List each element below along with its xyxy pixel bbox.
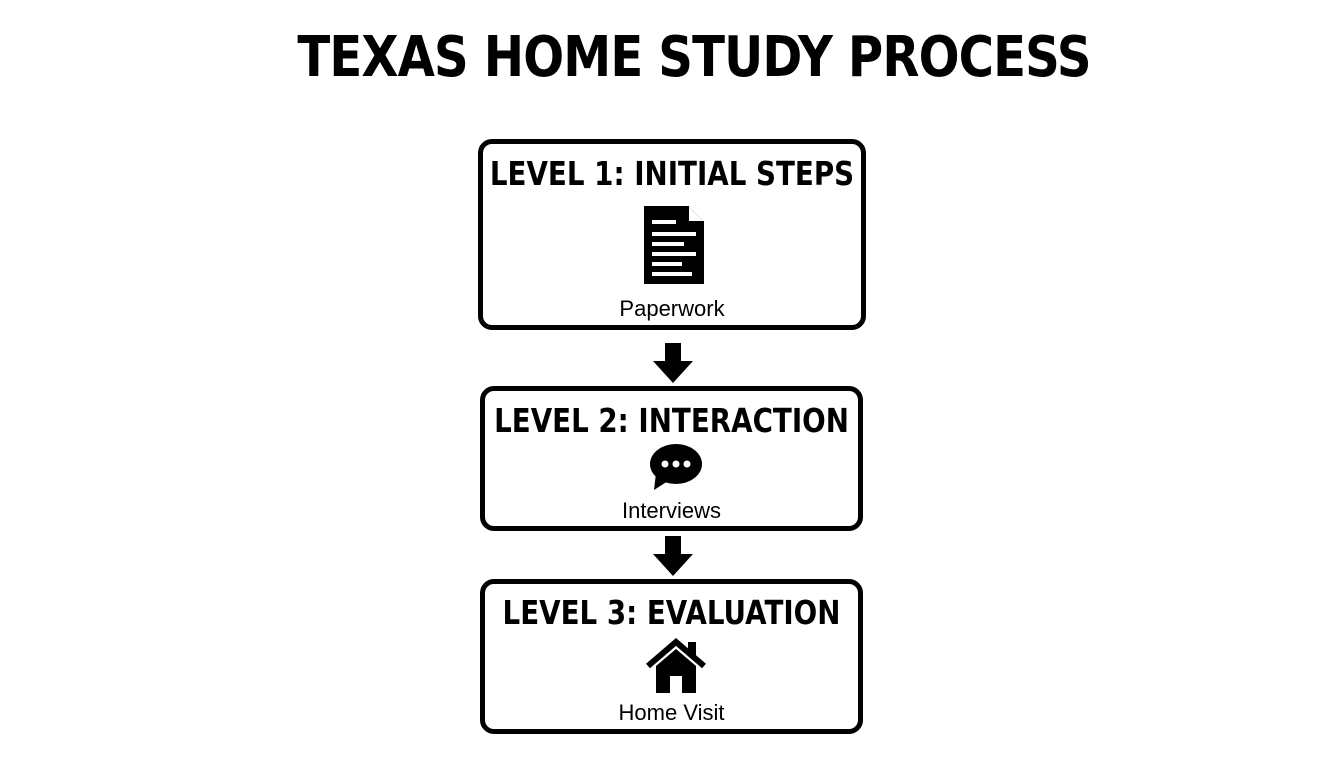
- document-icon: [644, 206, 704, 284]
- level-3-heading: LEVEL 3: EVALUATION: [502, 593, 841, 632]
- level-1-heading: LEVEL 1: INITIAL STEPS: [489, 154, 855, 193]
- level-1-caption: Paperwork: [619, 296, 725, 321]
- house-icon: [646, 638, 706, 693]
- speech-bubble-icon: [650, 444, 702, 490]
- level-3-caption: Home Visit: [618, 700, 725, 725]
- level-2-heading: LEVEL 2: INTERACTION: [494, 401, 849, 440]
- page-title: TEXAS HOME STUDY PROCESS: [297, 25, 1091, 90]
- level-3-box: LEVEL 3: EVALUATION Home Visit: [480, 579, 863, 734]
- arrow-down-icon: [653, 536, 693, 576]
- arrow-down-icon: [653, 343, 693, 383]
- level-2-caption: Interviews: [621, 498, 722, 523]
- level-1-box: LEVEL 1: INITIAL STEPS Paperwork: [478, 139, 866, 330]
- level-2-box: LEVEL 2: INTERACTION Interviews: [480, 386, 863, 531]
